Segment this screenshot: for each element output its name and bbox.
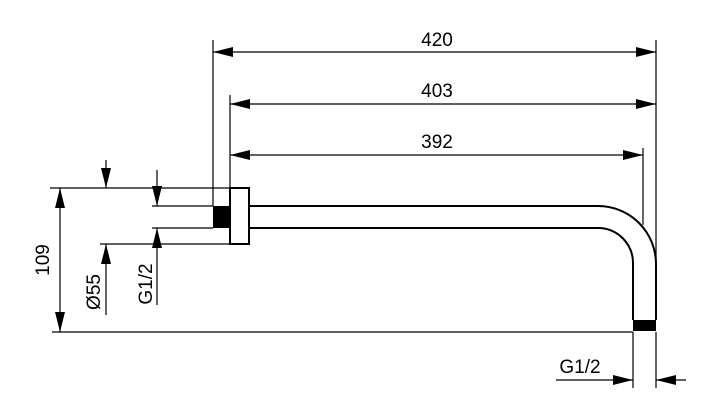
wall-flange: [229, 187, 250, 245]
dimension-label: Ø55: [84, 274, 105, 310]
dimension-label: 403: [421, 81, 453, 102]
wall-thread: [213, 206, 230, 228]
dimension-label: 420: [421, 30, 453, 51]
shower-arm: [213, 187, 657, 331]
extension-lines: [50, 40, 657, 388]
dimension-label: G1/2: [559, 357, 600, 378]
outlet-thread: [633, 320, 656, 331]
dimension-403: 403: [230, 81, 656, 109]
dimension-label: G1/2: [136, 263, 157, 304]
dimension-wall-thread: G1/2: [136, 170, 162, 305]
dimension-420: 420: [213, 30, 656, 57]
dimension-label: 109: [33, 244, 54, 276]
dimension-outlet-thread: G1/2: [556, 357, 686, 385]
dimension-diameter-55: Ø55: [84, 160, 111, 315]
dimension-392: 392: [230, 132, 643, 160]
arm-outer-contour: [249, 205, 657, 320]
arm-inner-contour: [249, 227, 634, 320]
dimension-109: 109: [33, 188, 65, 332]
dimension-label: 392: [421, 132, 453, 153]
